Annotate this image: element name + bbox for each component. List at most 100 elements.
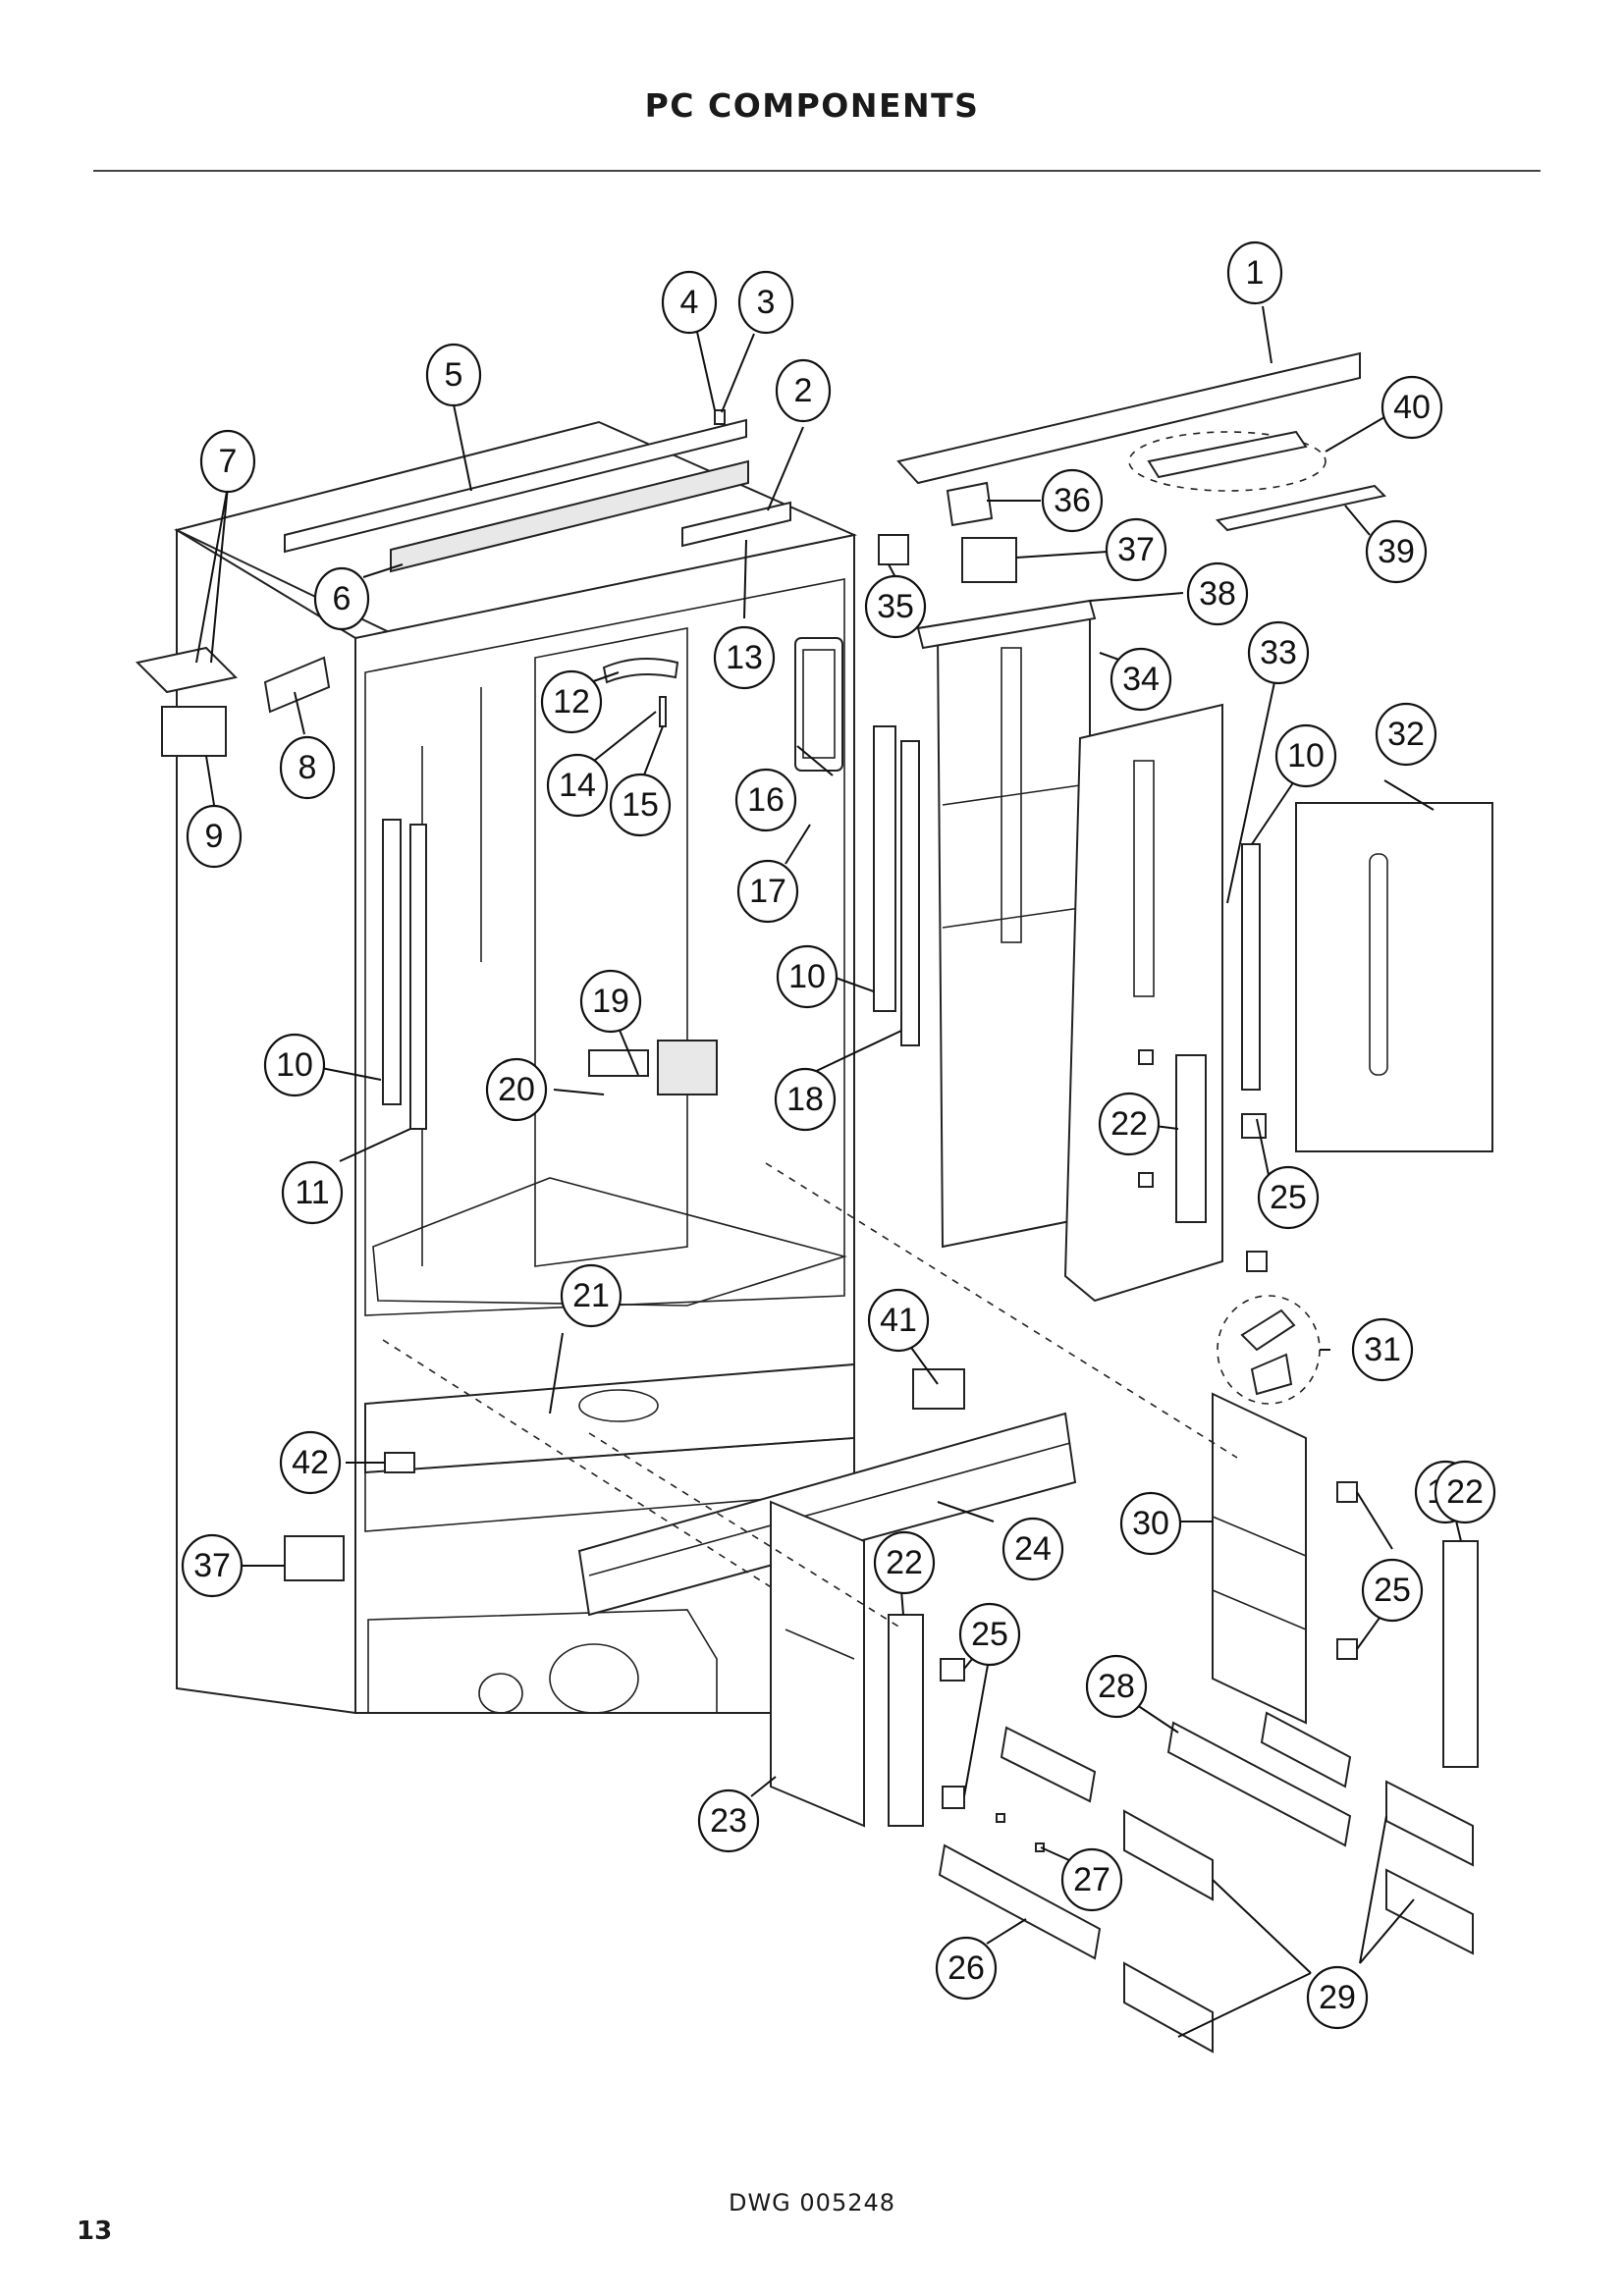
callout-circle	[186, 804, 243, 869]
callout-10: 10	[1274, 723, 1337, 788]
callout-circle	[713, 625, 776, 690]
callout-11: 11	[281, 1160, 344, 1225]
callout-circle	[609, 773, 672, 837]
door-hinge	[946, 481, 994, 527]
callout-label: 10	[1287, 737, 1325, 774]
callout-39: 39	[1365, 519, 1428, 584]
lower-hinge-block	[1250, 1353, 1293, 1396]
callout-circle	[1434, 1460, 1496, 1524]
callout-circle	[540, 669, 603, 734]
bracket-22-upper	[1175, 1054, 1207, 1223]
title-divider	[93, 170, 1541, 172]
callout-circle	[935, 1936, 998, 2001]
callout-circle	[737, 270, 794, 335]
callout-label: 22	[1446, 1473, 1484, 1511]
callout-circle	[1110, 647, 1172, 712]
callout-circle	[279, 1430, 342, 1495]
callout-18: 18	[774, 1067, 837, 1132]
callout-circle	[867, 1288, 930, 1353]
callout-label: 36	[1054, 482, 1091, 519]
callout-circle	[1361, 1558, 1424, 1623]
callout-label: 31	[1364, 1331, 1401, 1368]
gasket-strip-right	[1241, 843, 1261, 1091]
callout-22: 22	[873, 1530, 936, 1595]
cover-29a	[1123, 1809, 1214, 1901]
slide-rail-26	[938, 1843, 1102, 1960]
callout-circle	[697, 1789, 760, 1853]
callout-label: 22	[886, 1544, 923, 1581]
shelf-clip	[588, 1049, 649, 1077]
callout-circle	[775, 358, 832, 423]
drawer-rail	[577, 1412, 1077, 1617]
callout-label: 8	[298, 749, 317, 786]
callout-label: 35	[877, 588, 914, 625]
callout-circle	[199, 429, 256, 494]
callout-36: 36	[1041, 468, 1104, 533]
slide-rail-28a	[1000, 1726, 1097, 1803]
callout-33: 33	[1247, 620, 1310, 685]
callout-label: 10	[788, 958, 826, 995]
callout-label: 18	[786, 1081, 824, 1118]
callout-circle	[263, 1033, 326, 1097]
callout-14: 14	[546, 753, 609, 818]
callout-38: 38	[1186, 561, 1249, 626]
callout-label: 4	[680, 284, 699, 321]
callout-label: 17	[749, 873, 786, 910]
callout-22: 22	[1098, 1092, 1161, 1156]
callout-circle	[736, 859, 799, 924]
callout-circle	[774, 1067, 837, 1132]
callout-label: 20	[498, 1071, 535, 1108]
callout-35: 35	[864, 574, 927, 639]
callout-label: 25	[1374, 1572, 1411, 1609]
callout-circle	[1001, 1517, 1064, 1581]
callout-circle	[579, 969, 642, 1034]
hinge-block	[161, 706, 227, 757]
callout-label: 40	[1393, 389, 1431, 426]
callout-label: 29	[1319, 1979, 1356, 2016]
clip-25-b	[942, 1786, 965, 1809]
callout-label: 37	[1117, 531, 1155, 568]
callout-label: 30	[1132, 1505, 1169, 1542]
callout-circle	[1351, 1317, 1414, 1382]
callout-label: 10	[276, 1046, 313, 1084]
callout-circle	[181, 1533, 244, 1598]
callout-41: 41	[867, 1288, 930, 1353]
callout-label: 21	[572, 1277, 610, 1314]
slide-rail-28c	[1260, 1711, 1352, 1789]
page-number: 13	[77, 2216, 113, 2246]
callout-19: 19	[579, 969, 642, 1034]
cover-29d	[1385, 1868, 1474, 1955]
callout-label: 42	[292, 1444, 329, 1481]
callout-4: 4	[661, 270, 718, 335]
bracket-41	[912, 1368, 965, 1410]
bracket-22-mid	[888, 1614, 924, 1827]
callout-circle	[864, 574, 927, 639]
callout-circle	[560, 1263, 623, 1328]
lower-hinge	[1240, 1308, 1296, 1352]
callout-25: 25	[958, 1602, 1021, 1667]
callout-2: 2	[775, 358, 832, 423]
door-top-trim	[896, 351, 1361, 485]
callout-label: 32	[1387, 716, 1425, 753]
callout-circle	[958, 1602, 1021, 1667]
callout-9: 9	[186, 804, 243, 869]
callout-circle	[1105, 517, 1167, 582]
mullion-left	[409, 824, 427, 1130]
callout-37: 37	[181, 1533, 244, 1598]
callout-circle	[1365, 519, 1428, 584]
callout-label: 26	[947, 1949, 985, 1987]
top-rail-front	[284, 418, 747, 554]
callout-layer: 1234567891010101011121314151617181920212…	[181, 240, 1496, 2030]
clip-25-upper	[1241, 1113, 1267, 1139]
callout-circle	[281, 1160, 344, 1225]
screw-27b	[1035, 1842, 1045, 1852]
callout-label: 24	[1014, 1530, 1052, 1568]
callout-label: 15	[622, 786, 659, 824]
slide-rail-28b	[1166, 1721, 1352, 1847]
callout-13: 13	[713, 625, 776, 690]
cover-29c	[1385, 1780, 1474, 1867]
callout-label: 3	[757, 284, 776, 321]
callout-27: 27	[1060, 1847, 1123, 1912]
callout-30: 30	[1119, 1491, 1182, 1556]
callout-circle	[1085, 1654, 1148, 1719]
